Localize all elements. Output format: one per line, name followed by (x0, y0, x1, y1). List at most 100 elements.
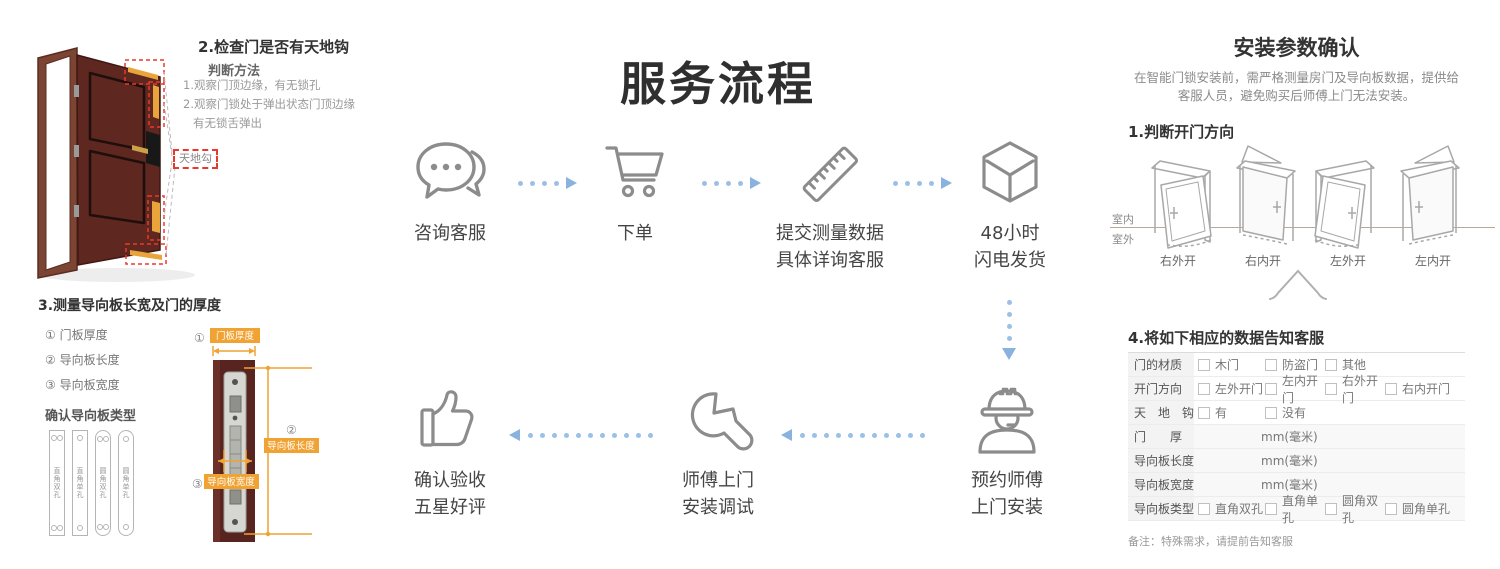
table-row-plate-width: 导向板宽度 mm(毫米) (1128, 473, 1465, 497)
step-label-line: 下单 (617, 223, 653, 244)
step-label-line: 预约师傅 (971, 470, 1043, 491)
checkbox[interactable] (1325, 502, 1337, 515)
row-label: 门 厚 (1128, 425, 1194, 448)
unit-value: mm(毫米) (1261, 478, 1318, 492)
install-params-title: 安装参数确认 (1233, 36, 1360, 60)
plate-type-title: 确认导向板类型 (45, 409, 137, 424)
cube-icon (982, 141, 1038, 203)
measure-item-3: ③ 导向板宽度 (45, 378, 120, 392)
method-line-3: 有无锁舌弹出 (193, 116, 262, 130)
door-diagram-left-inward (1400, 145, 1460, 245)
outdoor-label: 室外 (1112, 233, 1134, 246)
checkbox[interactable] (1198, 406, 1210, 419)
direction-label-4: 左内开 (1414, 254, 1451, 268)
tiandi-hook-tag: 天地勾 (173, 149, 218, 169)
checkbox[interactable] (1198, 502, 1210, 515)
step-label-line: 48小时 (980, 223, 1040, 244)
direction-label-1: 右外开 (1159, 254, 1196, 268)
step-confirm: 确认验收 五星好评 (395, 383, 505, 521)
section3-title: 3.测量导向板长宽及门的厚度 (38, 298, 222, 314)
step-label-line: 上门安装 (971, 497, 1043, 518)
option-hook-no: 没有 (1265, 404, 1325, 421)
length-dim-label: 导向板长度 (267, 440, 315, 452)
ruler-icon (802, 146, 859, 203)
plate-square-single: 直角单孔 (72, 430, 88, 536)
lock-measurement-illustration: ① 门板厚度 ② 导向板长度 ③ 导向板宽度 (192, 328, 319, 542)
section2-title: 2.检查门是否有天地钩 (198, 38, 350, 56)
unit-value: mm(毫米) (1261, 454, 1318, 468)
plate-label: 圆角双孔 (99, 467, 107, 499)
step-order: 下单 (585, 138, 685, 247)
thickness-dim-label: 门板厚度 (216, 330, 255, 342)
table-row-material: 门的材质 木门 防盗门 其他 (1128, 353, 1465, 377)
checkbox[interactable] (1265, 382, 1277, 395)
plate-label: 圆角单孔 (122, 467, 130, 499)
option-wood-door: 木门 (1198, 356, 1265, 373)
worker-icon (978, 387, 1036, 454)
step-label-line: 五星好评 (414, 497, 486, 518)
step-label-line: 闪电发货 (974, 250, 1046, 271)
thumbs-up-icon (420, 390, 474, 447)
option-right-inward: 右内开门 (1385, 380, 1450, 397)
plate-square-double: 直角双孔 (49, 430, 65, 536)
checkbox[interactable] (1198, 358, 1210, 371)
table-note: 备注：特殊需求，请提前告知客服 (1128, 535, 1293, 548)
plate-label: 直角双孔 (53, 467, 61, 499)
checkbox[interactable] (1198, 382, 1210, 395)
door-diagram-right-inward (1236, 145, 1296, 245)
flow-arrow-left-1 (781, 429, 932, 441)
flow-arrow-right-2 (702, 177, 761, 189)
measure-item-2: ② 导向板长度 (45, 353, 120, 367)
width-dim-label: 导向板宽度 (207, 476, 255, 488)
flow-arrow-right-1 (518, 177, 577, 189)
checkbox[interactable] (1385, 502, 1397, 515)
option-round-double: 圆角双孔 (1325, 492, 1385, 526)
checkbox[interactable] (1265, 358, 1277, 371)
wrench-icon (690, 392, 754, 451)
dim-number-1: ① (194, 331, 205, 345)
measure-item-1: ① 门板厚度 (45, 328, 108, 342)
checkbox[interactable] (1325, 358, 1337, 371)
checkbox[interactable] (1265, 502, 1277, 515)
plate-round-double: 圆角双孔 (95, 430, 111, 536)
option-security-door: 防盗门 (1265, 356, 1325, 373)
direction-label-2: 右内开 (1244, 254, 1281, 268)
option-right-outward: 右外开门 (1325, 372, 1385, 406)
judge-method-title: 判断方法 (208, 64, 261, 79)
checkbox[interactable] (1325, 382, 1337, 395)
step-label-line: 提交测量数据 (776, 223, 884, 244)
option-round-single: 圆角单孔 (1385, 500, 1450, 517)
checkbox[interactable] (1385, 382, 1397, 395)
install-params-desc: 在智能门锁安装前，需严格测量房门及导向板数据，提供给 客服人员，避免购买后师傅上… (1133, 70, 1459, 103)
direction-label-3: 左外开 (1329, 254, 1366, 268)
step-install: 师傅上门 安装调试 (663, 383, 773, 521)
plate-round-single: 圆角单孔 (118, 430, 134, 536)
dim-number-2: ② (286, 423, 297, 437)
chat-icon (416, 142, 486, 199)
row-label: 导向板长度 (1128, 449, 1194, 472)
indoor-label: 室内 (1112, 213, 1134, 226)
table-row-plate-type: 导向板类型 直角双孔 直角单孔 圆角双孔 圆角单孔 (1128, 494, 1465, 525)
up-arrow-icon (1269, 269, 1327, 300)
row-label: 导向板类型 (1128, 497, 1194, 520)
parameters-table: 门的材质 木门 防盗门 其他 开门方向 左外开门 左内开门 右外开门 右内开门 … (1128, 352, 1465, 525)
method-line-2: 2.观察门锁处于弹出状态门顶边缘 (183, 97, 355, 111)
cart-icon (605, 146, 664, 198)
step-consult: 咨询客服 (400, 138, 500, 247)
option-other-door: 其他 (1325, 356, 1385, 373)
plate-label: 直角单孔 (76, 467, 84, 499)
table-row-hook: 天 地 钩 有 没有 (1128, 401, 1465, 425)
option-square-double: 直角双孔 (1198, 500, 1265, 517)
flow-arrow-left-2 (509, 429, 660, 441)
door-diagram-right-outward (1151, 160, 1212, 249)
guide-plate-samples: 直角双孔 直角单孔 圆角双孔 圆角单孔 (49, 430, 139, 536)
option-left-inward: 左内开门 (1265, 372, 1325, 406)
step-label-line: 师傅上门 (682, 470, 754, 491)
door-inspection-illustration (37, 47, 195, 282)
row-label: 开门方向 (1128, 377, 1194, 400)
option-left-outward: 左外开门 (1198, 380, 1265, 397)
table-row-direction: 开门方向 左外开门 左内开门 右外开门 右内开门 (1128, 374, 1465, 405)
checkbox[interactable] (1265, 406, 1277, 419)
dim-number-3: ③ (192, 477, 203, 491)
